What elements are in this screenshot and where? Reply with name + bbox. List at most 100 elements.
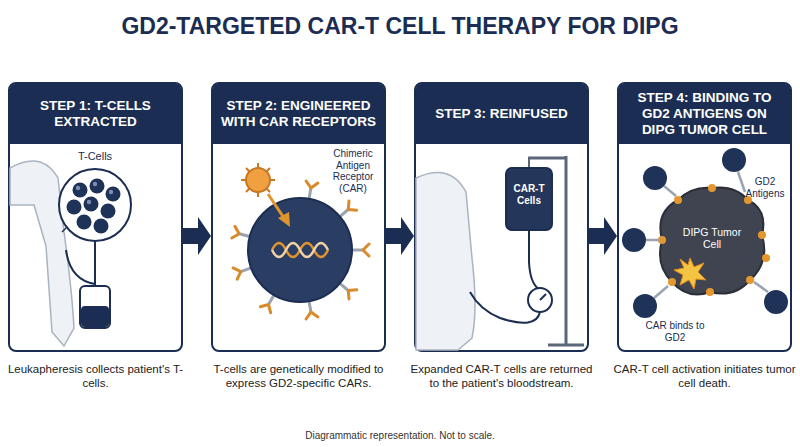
car-receptor	[269, 295, 275, 305]
collection-bag	[81, 306, 109, 327]
car-receptor	[305, 311, 318, 319]
car-receptor	[241, 268, 251, 272]
viral-vector	[246, 168, 270, 192]
iv-tube	[470, 292, 540, 323]
viral-vector	[241, 163, 275, 197]
gd2-antigen	[762, 254, 770, 262]
magnifier-circle	[90, 179, 105, 194]
magnifier-circle	[73, 183, 88, 198]
magnifier-circle	[59, 169, 131, 241]
car-t-cell	[622, 228, 646, 252]
transduction-arrow	[268, 194, 284, 218]
magnifier-circle	[93, 182, 97, 186]
transduction-arrow	[268, 194, 290, 227]
patient-body	[416, 172, 475, 350]
patient-body	[10, 161, 74, 346]
gd2-antigen	[744, 196, 752, 204]
car-t-cell	[722, 148, 746, 172]
iv-tube	[470, 230, 540, 323]
car-receptor	[303, 181, 318, 200]
t-cell	[248, 198, 352, 302]
gd2-antigen	[674, 196, 682, 204]
step-description: Expanded CAR-T cells are returned to the…	[410, 362, 593, 390]
car-t-cell	[643, 166, 667, 190]
infusion-pump	[528, 288, 552, 312]
magnifier-circle	[76, 186, 80, 190]
car-receptor	[233, 266, 243, 279]
dna-helix	[272, 243, 328, 257]
car-receptor	[336, 279, 357, 299]
tumor-cell	[660, 188, 764, 295]
car-t-cell	[738, 172, 745, 192]
gd2-antigen	[658, 236, 666, 244]
car-t-cell	[654, 286, 668, 298]
cytotoxic-burst	[674, 258, 706, 289]
viral-vector	[257, 163, 259, 197]
collection-bag	[80, 286, 110, 328]
iv-tube	[529, 230, 540, 290]
step-heading: STEP 1: T-CELLS EXTRACTED	[10, 84, 181, 144]
t-cell	[248, 198, 352, 302]
car-receptor	[344, 286, 356, 299]
magnifier-circle	[109, 190, 113, 194]
car-receptor	[305, 181, 318, 189]
car-t-cell	[622, 148, 788, 318]
dna-helix	[272, 243, 328, 257]
car-receptor	[340, 283, 348, 290]
flow-arrow	[589, 217, 617, 255]
gd2-antigen	[758, 231, 766, 239]
car-receptor	[260, 302, 273, 313]
gd2-antigen	[668, 278, 676, 286]
car-t-cell	[754, 282, 768, 292]
magnifier-circle	[94, 219, 109, 234]
car-t-cell	[646, 239, 660, 242]
step-heading: STEP 3: REINFUSED	[416, 84, 587, 144]
transduction-arrow	[278, 212, 290, 227]
car-receptor	[352, 249, 363, 252]
car-t-cell	[764, 290, 788, 314]
blood-tube	[66, 250, 95, 284]
step-panel: STEP 3: REINFUSEDExpanded CAR-T cells ar…	[414, 82, 589, 352]
iv-pole	[548, 344, 584, 347]
tumor-cell	[660, 188, 764, 295]
iv-bag	[506, 158, 552, 230]
car-receptor	[344, 201, 356, 214]
magnifier-circle	[84, 197, 99, 212]
leader-line	[62, 226, 68, 232]
car-receptor	[336, 201, 357, 221]
magnifier-circle	[67, 200, 82, 215]
flow-arrow	[183, 217, 211, 255]
patient-body	[416, 172, 475, 350]
iv-bag	[506, 168, 552, 230]
blood-tube	[66, 241, 95, 286]
car-receptor	[303, 300, 318, 319]
cytotoxic-burst	[674, 258, 706, 289]
diagram-caption: Diagrammatic representation. Not to scal…	[0, 430, 800, 441]
car-receptor	[232, 226, 252, 242]
dna-helix	[272, 243, 328, 257]
step-heading: STEP 4: BINDING TO GD2 ANTIGENS ON DIPG …	[619, 84, 790, 144]
patient-body	[10, 161, 74, 346]
leader-line	[62, 226, 68, 232]
viral-vector	[241, 163, 275, 197]
car-receptor	[309, 301, 311, 312]
car-t-cell	[646, 172, 768, 298]
gd2-antigen	[706, 288, 714, 296]
step-panel: STEP 1: T-CELLS EXTRACTEDLeukapheresis c…	[8, 82, 183, 352]
car-receptor	[239, 234, 250, 237]
magnifier-circle	[77, 215, 92, 230]
iv-pole	[528, 156, 584, 345]
step-heading: STEP 2: ENGINEERED WITH CAR RECEPTORS	[213, 84, 384, 144]
car-receptor	[260, 292, 279, 313]
magnifier-circle	[87, 200, 91, 204]
gd2-antigen	[708, 184, 716, 192]
diagram-title: GD2-TARGETED CAR-T CELL THERAPY FOR DIPG	[0, 13, 800, 40]
step-description: Leukapheresis collects patient's T-cells…	[4, 362, 187, 390]
car-receptor	[233, 262, 253, 279]
magnifier-circle	[59, 169, 131, 241]
car-receptor	[309, 188, 311, 199]
step-panel: STEP 2: ENGINEERED WITH CAR RECEPTORST-c…	[211, 82, 386, 352]
magnifier-circle	[101, 204, 116, 219]
collection-bag	[80, 286, 110, 328]
